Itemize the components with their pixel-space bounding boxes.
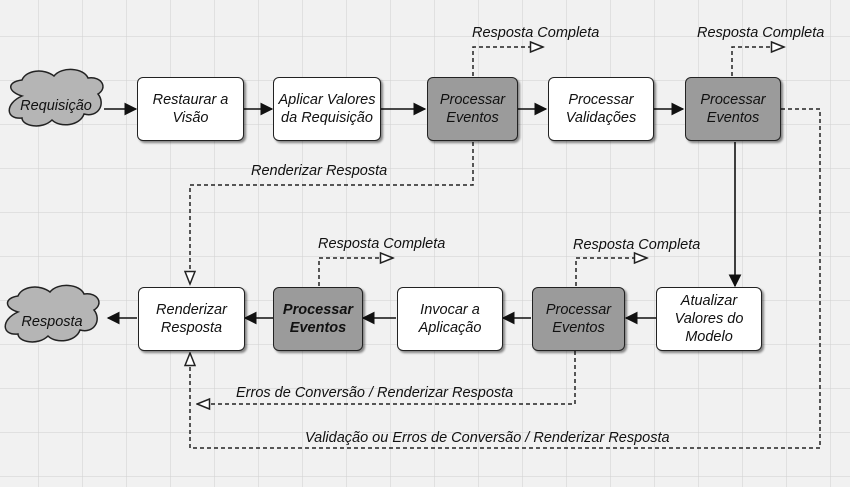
phase-aplicar-valores: Aplicar Valores da Requisição (273, 77, 381, 141)
label-resposta-completa-3: Resposta Completa (318, 236, 446, 252)
phase-processar-eventos-4: Processar Eventos (273, 287, 363, 351)
end-label: Resposta (21, 314, 83, 330)
resposta-cloud (4, 284, 100, 343)
label-resposta-completa-1: Resposta Completa (472, 25, 600, 41)
dashed-flow-arrows (190, 47, 821, 449)
label-erros-conversao: Erros de Conversão / Renderizar Resposta (236, 385, 514, 401)
phase-processar-eventos-3: Processar Eventos (532, 287, 625, 351)
label-resposta-completa-4: Resposta Completa (573, 237, 701, 253)
phase-processar-eventos-2: Processar Eventos (685, 77, 781, 141)
phase-renderizar-resposta: Renderizar Resposta (138, 287, 245, 351)
requisicao-cloud (8, 68, 104, 127)
phase-invocar-aplicacao: Invocar a Aplicação (397, 287, 503, 351)
solid-flow-arrows (104, 102, 742, 325)
label-validacao-erros: Validação ou Erros de Conversão / Render… (305, 430, 670, 446)
phase-processar-eventos-1: Processar Eventos (427, 77, 518, 141)
label-resposta-completa-2: Resposta Completa (697, 25, 825, 41)
label-renderizar-resposta: Renderizar Resposta (251, 163, 388, 179)
phase-processar-validacoes: Processar Validações (548, 77, 654, 141)
start-label: Requisição (20, 98, 92, 114)
phase-restaurar-visao: Restaurar a Visão (137, 77, 244, 141)
phase-atualizar-modelo: Atualizar Valores do Modelo (656, 287, 762, 351)
